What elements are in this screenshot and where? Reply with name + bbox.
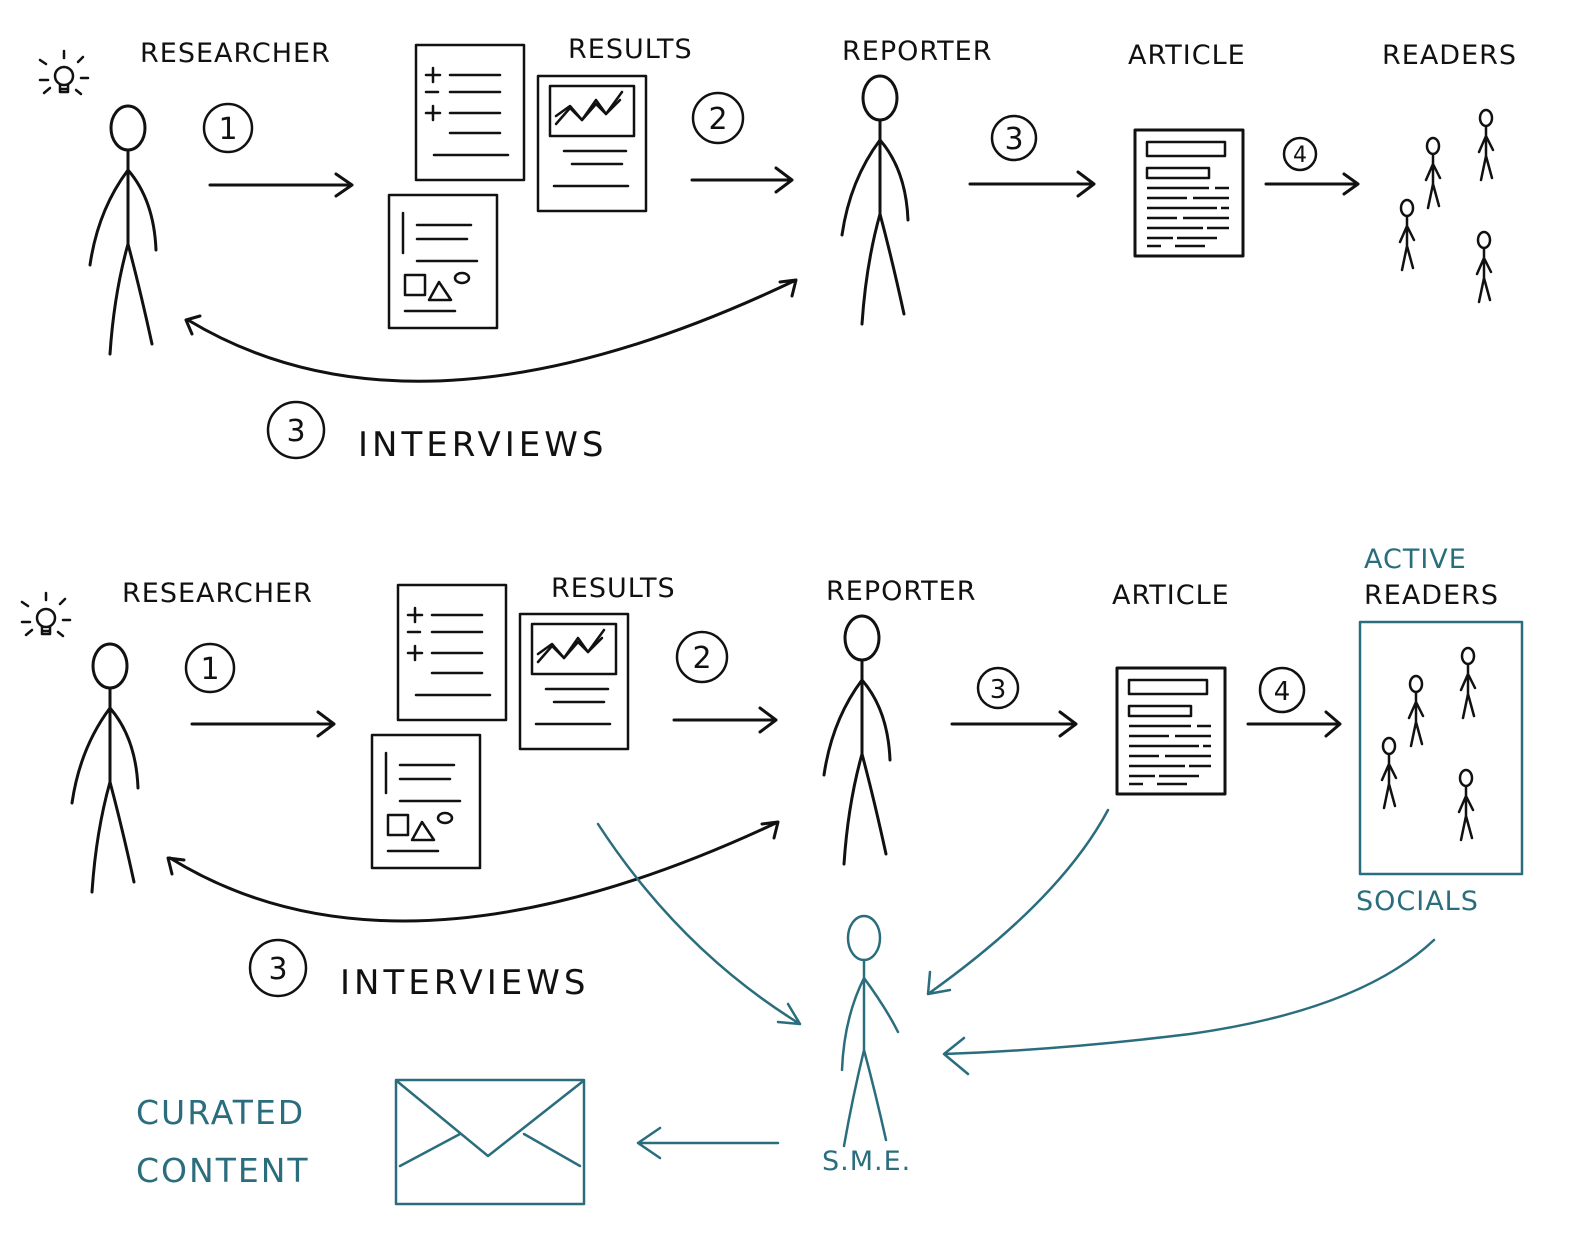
chart-document-icon <box>536 74 648 213</box>
step-2-circle <box>691 91 745 145</box>
envelope-icon <box>394 1078 586 1206</box>
arrow-researcher-to-results <box>208 172 354 198</box>
step-3b-number: 3 <box>286 414 305 449</box>
reader-figure <box>1380 736 1398 810</box>
arrow-article-to-readers <box>1246 710 1342 738</box>
socials-box <box>1358 620 1524 876</box>
reader-figure <box>1398 198 1416 272</box>
researcher-figure <box>88 104 158 356</box>
interviews-label: INTERVIEWS <box>340 963 589 1003</box>
reporter-label: REPORTER <box>842 36 992 67</box>
lightbulb-icon <box>38 49 90 96</box>
arrow-sme-to-envelope <box>636 1126 780 1160</box>
step-3-number: 3 <box>1004 122 1023 157</box>
step-3-circle <box>990 114 1038 162</box>
reader-figure <box>1424 136 1442 210</box>
step-4-circle <box>1282 136 1318 172</box>
step-1-number: 1 <box>200 652 219 687</box>
step-3b-circle <box>248 938 308 998</box>
top-flow: RESEARCHER 1 RESULTS 2 REPORTER 3 ARTICL… <box>38 34 1517 465</box>
chart-document-icon <box>518 612 630 751</box>
arrow-reporter-to-article <box>968 170 1096 198</box>
document-icon <box>387 193 499 330</box>
step-1-number: 1 <box>218 112 237 147</box>
readers-label: READERS <box>1364 580 1499 611</box>
step-3b-circle <box>266 400 326 460</box>
reader-figure <box>1477 108 1495 182</box>
arrow-researcher-to-results <box>190 710 336 738</box>
reporter-figure <box>840 74 910 326</box>
results-label: RESULTS <box>568 34 693 65</box>
step-3-circle <box>976 666 1020 710</box>
document-icon <box>396 583 508 722</box>
sme-figure <box>840 914 900 1148</box>
curated-label: CURATED <box>136 1093 305 1132</box>
step-2-number: 2 <box>692 641 711 676</box>
step-4-number: 4 <box>1274 677 1291 707</box>
reader-figure <box>1407 674 1425 748</box>
readers-label: READERS <box>1382 40 1517 71</box>
bottom-flow: RESEARCHER 1 RESULTS 2 REPORTER 3 ARTICL… <box>20 544 1524 1206</box>
arrow-reporter-to-article <box>950 710 1078 738</box>
article-label: ARTICLE <box>1128 40 1246 71</box>
active-label: ACTIVE <box>1364 544 1467 575</box>
socials-label: SOCIALS <box>1356 886 1479 917</box>
arrow-results-to-sme <box>596 822 802 1026</box>
reporter-label: REPORTER <box>826 576 976 607</box>
step-4-circle <box>1258 666 1306 714</box>
step-3-number: 3 <box>990 675 1007 705</box>
content-label: CONTENT <box>136 1151 310 1190</box>
step-1-circle <box>202 102 254 154</box>
arrow-results-to-reporter <box>690 166 794 194</box>
interviews-curve-arrow <box>184 278 798 383</box>
reader-figure <box>1459 646 1477 720</box>
step-2-number: 2 <box>708 102 727 137</box>
step-2-circle <box>675 630 729 684</box>
reporter-figure <box>822 614 892 866</box>
arrow-article-to-sme <box>926 808 1110 996</box>
document-icon <box>414 43 526 182</box>
step-3b-number: 3 <box>268 952 287 987</box>
interviews-label: INTERVIEWS <box>358 425 607 465</box>
step-1-circle <box>184 642 236 694</box>
arrow-socials-to-sme <box>942 938 1436 1076</box>
results-label: RESULTS <box>551 573 676 604</box>
arrow-results-to-reporter <box>672 706 778 734</box>
sme-label: S.M.E. <box>822 1146 911 1177</box>
arrow-article-to-readers <box>1264 172 1360 196</box>
reader-figure <box>1475 230 1493 304</box>
reader-figure <box>1457 768 1475 842</box>
researcher-figure <box>70 642 140 894</box>
lightbulb-icon <box>20 591 72 638</box>
researcher-label: RESEARCHER <box>140 38 331 69</box>
step-4-number: 4 <box>1293 143 1307 168</box>
article-document-icon <box>1115 666 1227 796</box>
article-label: ARTICLE <box>1112 580 1230 611</box>
interviews-curve-arrow <box>166 820 780 923</box>
article-document-icon <box>1133 128 1245 258</box>
document-icon <box>370 733 482 870</box>
researcher-label: RESEARCHER <box>122 578 313 609</box>
